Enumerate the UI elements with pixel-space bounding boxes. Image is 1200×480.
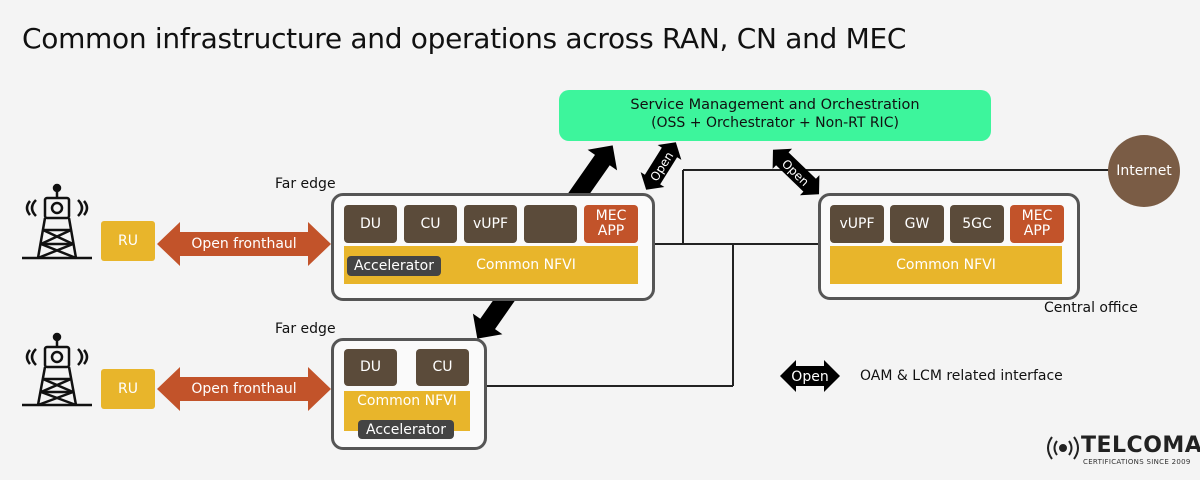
page-title: Common infrastructure and operations acr… xyxy=(22,22,907,55)
nfvi-label-1: Common NFVI xyxy=(476,257,576,273)
network-lines xyxy=(485,169,1110,387)
open-arrow-smo-right: Open xyxy=(772,148,820,196)
telcoma-logo-tagline: CERTIFICATIONS SINCE 2009 xyxy=(1083,458,1191,466)
far-edge-label-1: Far edge xyxy=(275,176,336,192)
telcoma-signal-icon xyxy=(1047,436,1079,460)
vupf-block-co: vUPF xyxy=(830,205,884,243)
cu-block-1: CU xyxy=(404,205,457,243)
fronthaul-label-1: Open fronthaul xyxy=(191,236,297,252)
fronthaul-label-2: Open fronthaul xyxy=(191,381,297,397)
smo-title: Service Management and Orchestration xyxy=(630,97,920,113)
cu-block-2: CU xyxy=(416,349,469,386)
legend-text: OAM & LCM related interface xyxy=(860,368,1063,384)
tower-icon-1 xyxy=(22,183,92,260)
internet-node: Internet xyxy=(1108,135,1180,207)
blank-block-1 xyxy=(524,205,577,243)
accelerator-2: Accelerator xyxy=(358,420,454,439)
smo-box: Service Management and Orchestration (OS… xyxy=(559,90,991,141)
vupf-block-1: vUPF xyxy=(464,205,517,243)
open-arrow-smo-left: Open xyxy=(640,142,682,190)
telcoma-logo-name: TELCOMA xyxy=(1081,433,1200,458)
ru-box-1: RU xyxy=(101,221,155,261)
fronthaul-arrow-1 xyxy=(157,222,331,266)
accelerator-1: Accelerator xyxy=(347,256,441,276)
du-block-2: DU xyxy=(344,349,397,386)
tower-icon-2 xyxy=(22,332,92,407)
mec-app-block-co: MEC APP xyxy=(1010,205,1064,243)
legend-arrow: Open xyxy=(780,360,840,392)
5gc-block-co: 5GC xyxy=(950,205,1004,243)
common-nfvi-co: Common NFVI xyxy=(830,246,1062,284)
fronthaul-arrow-2 xyxy=(157,367,331,411)
legend-arrow-label: Open xyxy=(791,369,828,385)
far-edge-label-2: Far edge xyxy=(275,321,336,337)
gw-block-co: GW xyxy=(890,205,944,243)
smo-subtitle: (OSS + Orchestrator + Non-RT RIC) xyxy=(651,115,899,131)
du-block-1: DU xyxy=(344,205,397,243)
central-office-label: Central office xyxy=(1044,300,1138,316)
mec-app-block-1: MEC APP xyxy=(584,205,638,243)
ru-box-2: RU xyxy=(101,369,155,409)
